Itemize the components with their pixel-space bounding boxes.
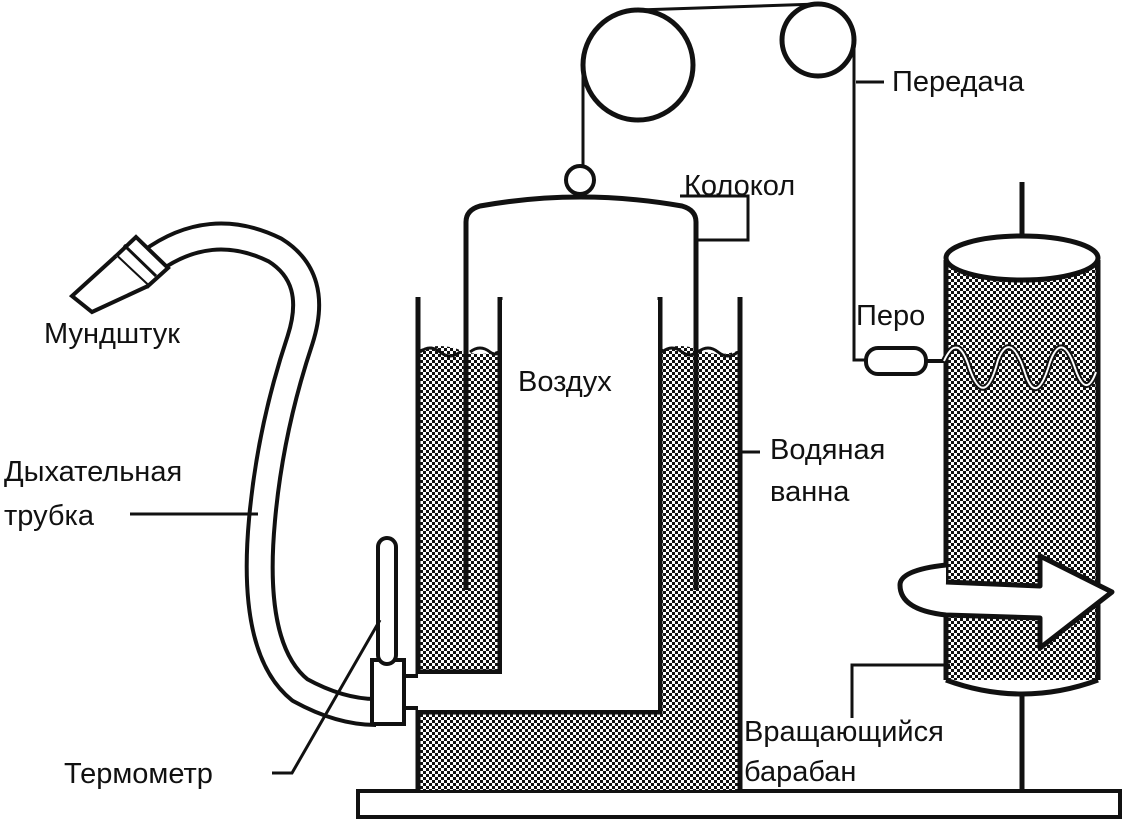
base-plate bbox=[356, 789, 1122, 819]
label-thermometer: Термометр bbox=[64, 758, 213, 790]
water-surface-right bbox=[697, 346, 739, 358]
leader-drum bbox=[850, 663, 950, 718]
water-surface-left2 bbox=[469, 346, 501, 356]
label-air: Воздух bbox=[518, 366, 612, 398]
transmission-cord bbox=[581, 2, 868, 362]
leader-bell bbox=[680, 194, 750, 242]
water-surface-left bbox=[419, 346, 461, 358]
air-channel bbox=[402, 674, 658, 710]
label-water-bath-2: ванна bbox=[770, 476, 850, 508]
bell bbox=[463, 194, 699, 590]
pen bbox=[864, 346, 928, 376]
water-bath-water bbox=[418, 346, 500, 672]
air-chamber bbox=[502, 300, 658, 710]
pulley-small bbox=[779, 1, 857, 79]
label-bell: Колокол bbox=[684, 170, 796, 202]
label-rotating-drum-2: барабан bbox=[744, 756, 857, 788]
rotation-arrow bbox=[897, 553, 1115, 651]
label-breathing-tube-2: трубка bbox=[4, 500, 94, 532]
thermometer bbox=[376, 536, 398, 666]
label-mouthpiece: Мундштук bbox=[44, 318, 180, 350]
leader-thermometer bbox=[272, 619, 382, 775]
water-bath-inner-walls bbox=[418, 297, 663, 715]
pulley-large bbox=[580, 7, 696, 123]
label-rotating-drum-1: Вращающийся bbox=[744, 716, 944, 748]
label-transmission: Передача bbox=[892, 66, 1025, 98]
tube-connector bbox=[370, 658, 406, 726]
drum-top bbox=[943, 233, 1101, 283]
label-water-bath-1: Водяная bbox=[770, 434, 886, 466]
mouthpiece bbox=[68, 234, 171, 315]
label-pen: Перо bbox=[856, 300, 926, 332]
water-bath-bottom-fill bbox=[418, 712, 740, 790]
bell-hook bbox=[564, 164, 596, 196]
water-surface-right2 bbox=[661, 346, 698, 357]
drum-bottom bbox=[945, 677, 1099, 697]
label-breathing-tube-1: Дыхательная bbox=[4, 456, 183, 488]
